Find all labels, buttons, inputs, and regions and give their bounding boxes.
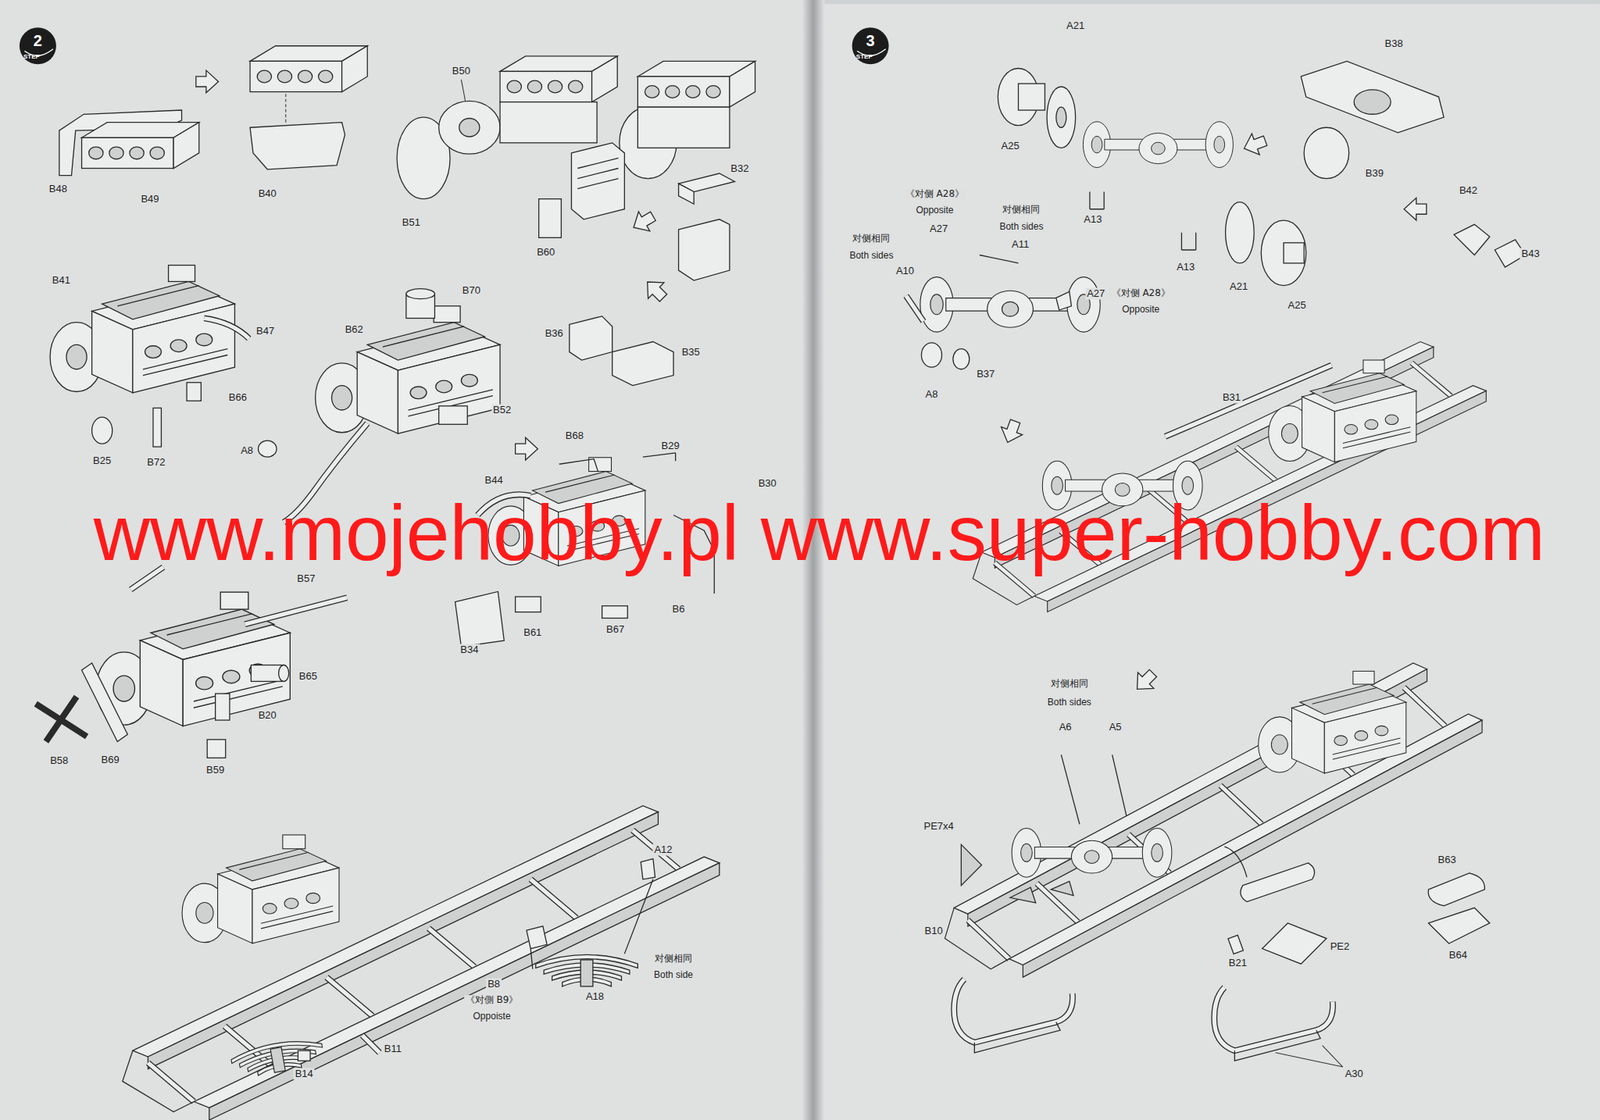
part-number: A10 xyxy=(894,265,916,278)
part-number: B72 xyxy=(145,456,167,468)
part-number: B42 xyxy=(1457,185,1479,197)
part-number: B21 xyxy=(1227,957,1249,970)
part-number: B39 xyxy=(1364,167,1386,180)
part-number: B11 xyxy=(382,1042,404,1055)
part-number: B69 xyxy=(99,754,121,767)
chinese-note: 《对側 B9》 xyxy=(464,995,521,1007)
part-number: B20 xyxy=(257,709,279,722)
part-number: B30 xyxy=(757,478,779,490)
part-number: PE2 xyxy=(1328,941,1352,954)
step-number: 3 xyxy=(864,32,877,50)
english-note: Both sides xyxy=(997,221,1045,233)
part-number: B6 xyxy=(671,603,687,615)
part-number: B59 xyxy=(204,764,226,777)
part-number: B61 xyxy=(521,626,543,639)
part-number: A30 xyxy=(1343,1068,1365,1081)
chinese-note: 对侧相同 xyxy=(1000,204,1042,216)
part-number: B67 xyxy=(604,623,626,636)
part-number: A5 xyxy=(1107,721,1124,734)
part-number: B8 xyxy=(485,978,502,991)
part-number: B64 xyxy=(1447,949,1469,961)
part-number: PE7x4 xyxy=(921,820,955,833)
part-number: B70 xyxy=(460,285,483,297)
chinese-note: 《对侧 A28》 xyxy=(1110,288,1172,300)
part-number: B63 xyxy=(1436,854,1458,867)
english-note: Oppoiste xyxy=(471,1011,513,1023)
part-number: A27 xyxy=(928,222,950,235)
english-note: Both sides xyxy=(847,250,895,262)
part-number: A13 xyxy=(1082,213,1104,225)
chinese-note: 《对侧 A28》 xyxy=(903,189,966,201)
step-word: STEP xyxy=(854,53,875,61)
part-number: B65 xyxy=(297,670,319,683)
part-number: B49 xyxy=(139,192,161,205)
part-number: A25 xyxy=(1286,299,1308,311)
part-number: B25 xyxy=(91,455,113,468)
part-number: B14 xyxy=(293,1068,315,1081)
step-number: 2 xyxy=(32,32,44,50)
part-number: B38 xyxy=(1383,38,1405,50)
chinese-note: 对侧相同 xyxy=(653,953,694,965)
part-number: B68 xyxy=(564,429,586,442)
part-number: A27 xyxy=(1085,288,1107,300)
english-note: Both sides xyxy=(1046,697,1093,709)
part-number: B57 xyxy=(295,572,317,585)
chinese-note: 对侧相同 xyxy=(1049,679,1090,691)
part-number: B36 xyxy=(543,328,565,340)
part-number: B37 xyxy=(975,368,997,381)
part-number: B44 xyxy=(483,475,505,487)
part-number: B50 xyxy=(450,65,472,78)
part-number: B58 xyxy=(48,755,70,768)
part-number: B35 xyxy=(680,346,702,358)
part-number: B60 xyxy=(535,246,557,258)
part-number: B52 xyxy=(491,404,513,417)
part-number: B43 xyxy=(1520,248,1542,261)
part-number: A13 xyxy=(1175,261,1197,274)
part-number: A25 xyxy=(999,139,1021,152)
english-note: Opposite xyxy=(1120,304,1161,316)
step-word: STEP xyxy=(21,53,42,61)
part-number: B32 xyxy=(728,162,750,175)
part-number: B48 xyxy=(47,182,69,195)
part-number: B47 xyxy=(254,325,276,338)
part-number: A8 xyxy=(239,445,255,458)
part-number: B31 xyxy=(1221,392,1243,404)
watermark: www.mojehobby.pl www.super-hobby.com xyxy=(93,493,1546,572)
part-number: A11 xyxy=(1010,239,1031,251)
part-number: A21 xyxy=(1228,281,1250,293)
part-number: B66 xyxy=(227,392,249,404)
chinese-note: 对侧相同 xyxy=(850,233,892,245)
part-number: B41 xyxy=(50,275,72,287)
english-note: Both side xyxy=(652,970,695,982)
part-number: B10 xyxy=(923,925,945,938)
english-note: Opposite xyxy=(914,205,955,217)
part-number: B34 xyxy=(458,644,480,657)
part-number: A8 xyxy=(924,389,940,401)
part-number: B51 xyxy=(400,216,422,229)
part-number: B40 xyxy=(257,188,279,200)
part-number: A18 xyxy=(584,991,606,1004)
part-number: A6 xyxy=(1057,721,1074,734)
part-number: B29 xyxy=(660,439,682,452)
part-number: B62 xyxy=(343,323,365,336)
part-number: A21 xyxy=(1064,19,1086,32)
part-number: A12 xyxy=(652,844,674,857)
